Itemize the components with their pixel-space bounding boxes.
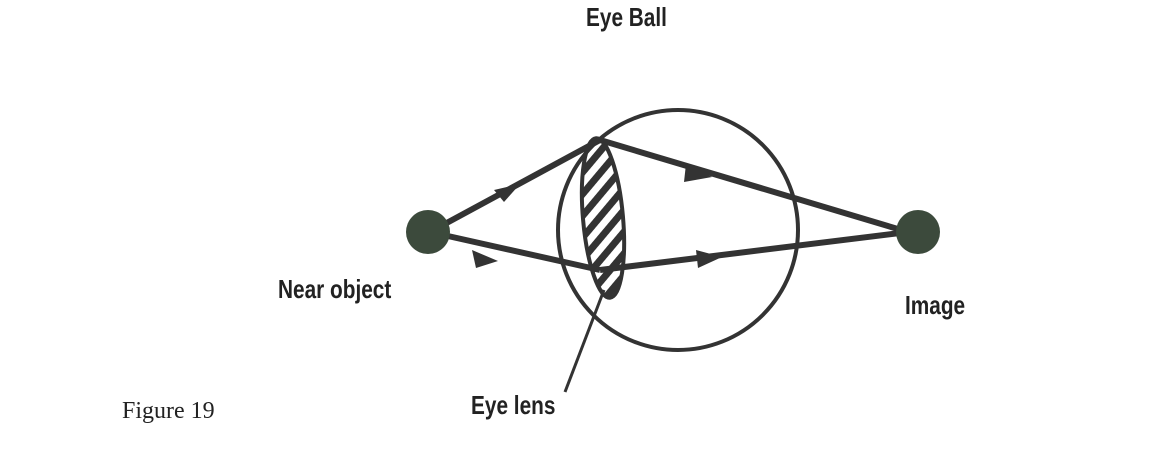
arrow-icons xyxy=(472,164,722,268)
light-rays xyxy=(428,137,909,273)
eyeball-circle xyxy=(556,108,800,352)
near-object-dot xyxy=(406,210,450,254)
eye-lens xyxy=(579,136,627,300)
figure-caption: Figure 19 xyxy=(122,398,215,424)
image-dot xyxy=(896,210,940,254)
eye-lens-label: Eye lens xyxy=(471,390,556,420)
eye-ball-label: Eye Ball xyxy=(586,2,667,32)
near-object-label: Near object xyxy=(278,274,392,304)
image-label: Image xyxy=(905,290,966,320)
lens-pointer xyxy=(563,289,606,393)
